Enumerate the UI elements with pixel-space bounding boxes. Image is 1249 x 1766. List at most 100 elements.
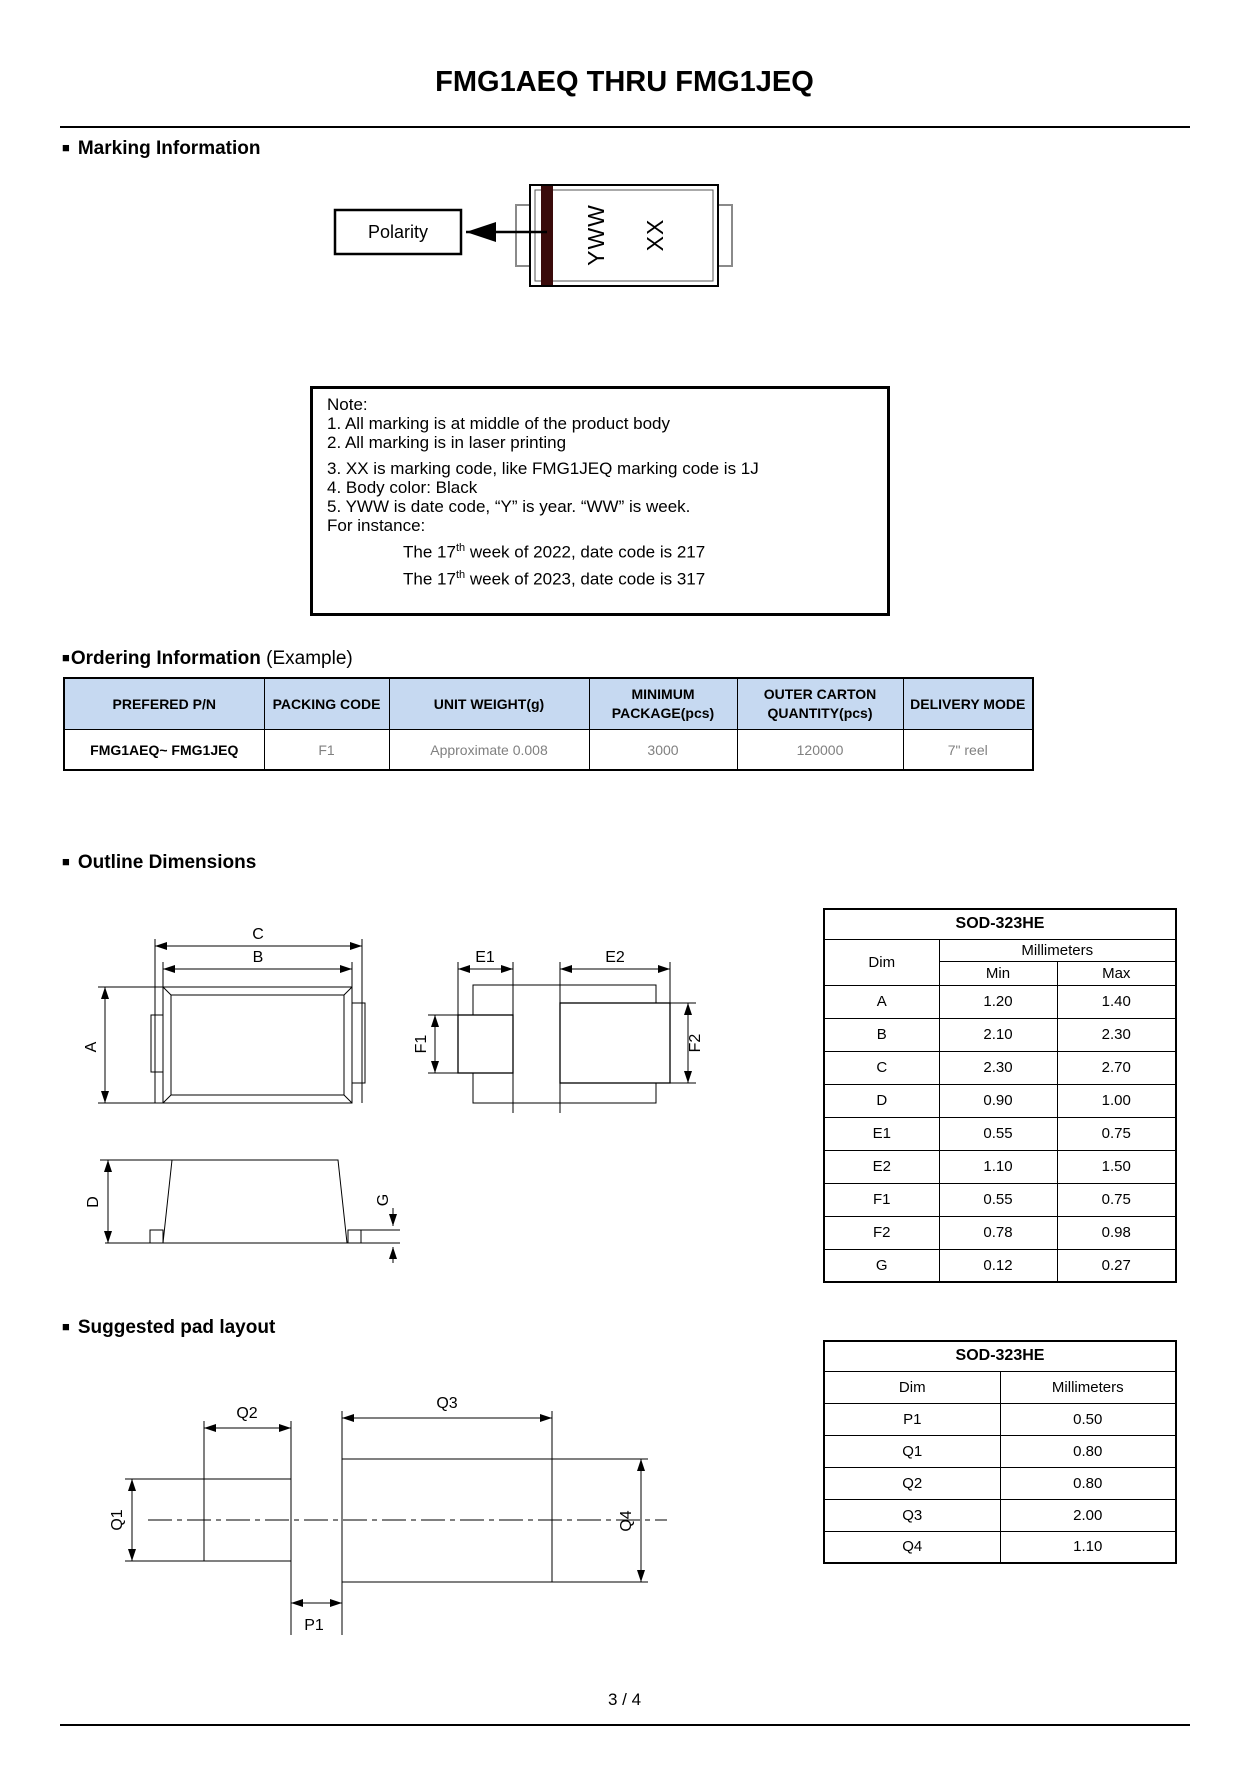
cell-unit-weight: Approximate 0.008 — [388, 729, 590, 771]
max-cell: 1.40 — [1056, 984, 1177, 1019]
pad-table-unit-header: Millimeters — [999, 1370, 1177, 1404]
max-cell: 0.98 — [1056, 1215, 1177, 1250]
col-unit-weight: UNIT WEIGHT(g) — [388, 677, 590, 730]
col-outer-carton: OUTER CARTON QUANTITY(pcs) — [736, 677, 904, 730]
section-heading-outline: ■Outline Dimensions — [62, 852, 256, 874]
min-cell: 0.78 — [938, 1215, 1058, 1250]
value-cell: 0.80 — [999, 1434, 1177, 1468]
package-left-terminal — [515, 204, 532, 267]
min-cell: 1.10 — [938, 1149, 1058, 1184]
section-heading-ordering: ■Ordering Information (Example) — [62, 648, 353, 670]
max-cell: 1.50 — [1056, 1149, 1177, 1184]
dim-cell: Q3 — [823, 1498, 1001, 1532]
dim-label-p1: P1 — [304, 1617, 324, 1634]
note-item: 5. YWW is date code, “Y” is year. “WW” i… — [327, 497, 691, 516]
note-example-text: The 17 — [403, 542, 456, 562]
section-bullet-icon: ■ — [62, 1319, 70, 1334]
outline-table-unit-header: Millimeters — [938, 938, 1177, 962]
col-delivery-mode: DELIVERY MODE — [902, 677, 1034, 730]
note-for-instance: For instance: — [327, 516, 426, 535]
cell-min-package: 3000 — [588, 729, 738, 771]
note-example-text: week of 2022, date code is 217 — [465, 542, 706, 562]
dim-cell: F1 — [823, 1182, 940, 1217]
section-heading-pad-layout: ■Suggested pad layout — [62, 1317, 275, 1339]
note-example: The 17th week of 2023, date code is 317 — [403, 566, 887, 589]
note-example: The 17th week of 2022, date code is 217 — [403, 539, 887, 562]
min-cell: 0.55 — [938, 1182, 1058, 1217]
note-item: 2. All marking is in laser printing — [327, 433, 567, 452]
ordering-table: PREFERED P/N PACKING CODE UNIT WEIGHT(g)… — [63, 677, 1034, 771]
dim-cell: E1 — [823, 1116, 940, 1151]
top-view-drawing: C B A — [83, 926, 366, 1104]
package-right-terminal — [716, 204, 733, 267]
dim-label-e1: E1 — [475, 949, 495, 966]
marking-diagram: YWW XX Polarity — [333, 184, 733, 287]
dim-cell: C — [823, 1050, 940, 1085]
note-item: 3. XX is marking code, like FMG1JEQ mark… — [327, 459, 759, 478]
package-body — [529, 184, 719, 287]
dim-cell: A — [823, 984, 940, 1019]
section-bullet-icon: ■ — [62, 650, 70, 665]
dim-label-b: B — [253, 949, 264, 966]
ordering-data-row: FMG1AEQ~ FMG1JEQ F1 Approximate 0.008 30… — [63, 729, 1034, 771]
min-cell: 0.90 — [938, 1083, 1058, 1118]
dim-cell: Q2 — [823, 1466, 1001, 1500]
dim-cell: D — [823, 1083, 940, 1118]
marking-note-box: Note: 1. All marking is at middle of the… — [310, 386, 890, 616]
dim-label-e2: E2 — [605, 949, 625, 966]
dim-label-q3: Q3 — [436, 1395, 457, 1412]
marking-code-yww: YWW — [583, 204, 609, 266]
value-cell: 2.00 — [999, 1498, 1177, 1532]
dim-label-q1: Q1 — [109, 1509, 126, 1530]
col-minimum-package: MINIMUM PACKAGE(pcs) — [588, 677, 738, 730]
max-cell: 2.70 — [1056, 1050, 1177, 1085]
min-cell: 0.12 — [938, 1248, 1058, 1283]
cell-packing-code: F1 — [263, 729, 390, 771]
land-pattern-drawing: E1 E2 F1 F2 — [413, 949, 704, 1113]
section-heading-ordering-label: Ordering Information — [70, 648, 261, 669]
polarity-band — [541, 186, 553, 285]
note-item: 1. All marking is at middle of the produ… — [327, 414, 671, 433]
outline-drawings: C B A E1 E2 F1 F2 — [83, 926, 704, 1263]
note-item: 4. Body color: Black — [327, 478, 478, 497]
polarity-label-box — [333, 208, 463, 256]
dim-cell: B — [823, 1017, 940, 1052]
dim-label-q4: Q4 — [618, 1510, 635, 1531]
pad-table-dim-header: Dim — [823, 1370, 1001, 1404]
dim-cell: P1 — [823, 1402, 1001, 1436]
dim-cell: F2 — [823, 1215, 940, 1250]
side-view-drawing: G D — [85, 1159, 400, 1263]
cell-outer-carton: 120000 — [736, 729, 904, 771]
note-title: Note: — [327, 395, 368, 414]
dim-cell: E2 — [823, 1149, 940, 1184]
dim-label-a: A — [83, 1041, 100, 1052]
value-cell: 1.10 — [999, 1530, 1177, 1564]
section-heading-marking-label: Marking Information — [77, 138, 261, 159]
cell-delivery-mode: 7" reel — [902, 729, 1034, 771]
section-bullet-icon: ■ — [62, 140, 70, 155]
outline-table-title: SOD-323HE — [823, 908, 1177, 940]
polarity-label: Polarity — [368, 222, 428, 242]
dim-label-g: G — [375, 1194, 392, 1206]
col-prefered-pn: PREFERED P/N — [63, 677, 265, 730]
footer-rule — [60, 1724, 1190, 1726]
title-rule — [60, 126, 1190, 128]
note-example-sup: th — [455, 542, 466, 554]
pad-table-title: SOD-323HE — [823, 1340, 1177, 1372]
max-cell: 0.27 — [1056, 1248, 1177, 1283]
min-cell: 2.10 — [938, 1017, 1058, 1052]
outline-table-min-header: Min — [938, 960, 1058, 986]
